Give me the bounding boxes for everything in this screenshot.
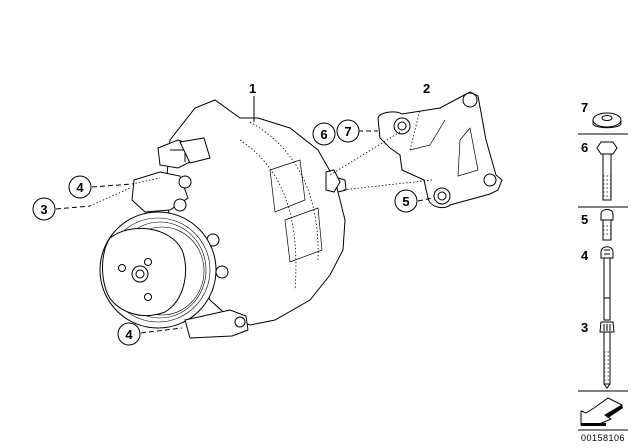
callout-5: 5 xyxy=(394,189,418,213)
callout-label: 5 xyxy=(402,194,409,209)
callout-label: 4 xyxy=(76,180,84,195)
compressor-drawing xyxy=(99,99,347,339)
callout-4-lower: 4 xyxy=(117,322,141,346)
side-item-5-number: 5 xyxy=(581,212,588,227)
label-part-2: 2 xyxy=(423,81,430,96)
hex-bolt-icon xyxy=(596,141,618,201)
short-bolt-icon xyxy=(600,209,614,241)
side-panel: 7 6 5 4 3 xyxy=(578,100,628,443)
callout-4-upper: 4 xyxy=(68,175,92,199)
side-item-7-number: 7 xyxy=(581,100,588,115)
label-part-1: 1 xyxy=(249,81,256,96)
leader-lines xyxy=(55,96,433,334)
callout-label: 3 xyxy=(40,202,47,217)
stud-with-nut-icon xyxy=(599,297,615,389)
callout-6: 6 xyxy=(312,122,336,146)
callout-label: 7 xyxy=(344,124,351,139)
direction-arrow-icon xyxy=(580,397,624,426)
bracket-drawing xyxy=(377,91,503,209)
callout-label: 6 xyxy=(320,127,327,142)
reference-code: 00158106 xyxy=(581,433,625,443)
washer-icon xyxy=(592,112,622,129)
callout-7: 7 xyxy=(336,119,360,143)
callout-label: 4 xyxy=(125,327,133,342)
callout-3: 3 xyxy=(32,197,56,221)
side-item-6-number: 6 xyxy=(581,140,588,155)
long-stud-icon xyxy=(600,246,614,309)
side-item-3-number: 3 xyxy=(581,320,588,335)
side-item-4-number: 4 xyxy=(581,248,589,263)
